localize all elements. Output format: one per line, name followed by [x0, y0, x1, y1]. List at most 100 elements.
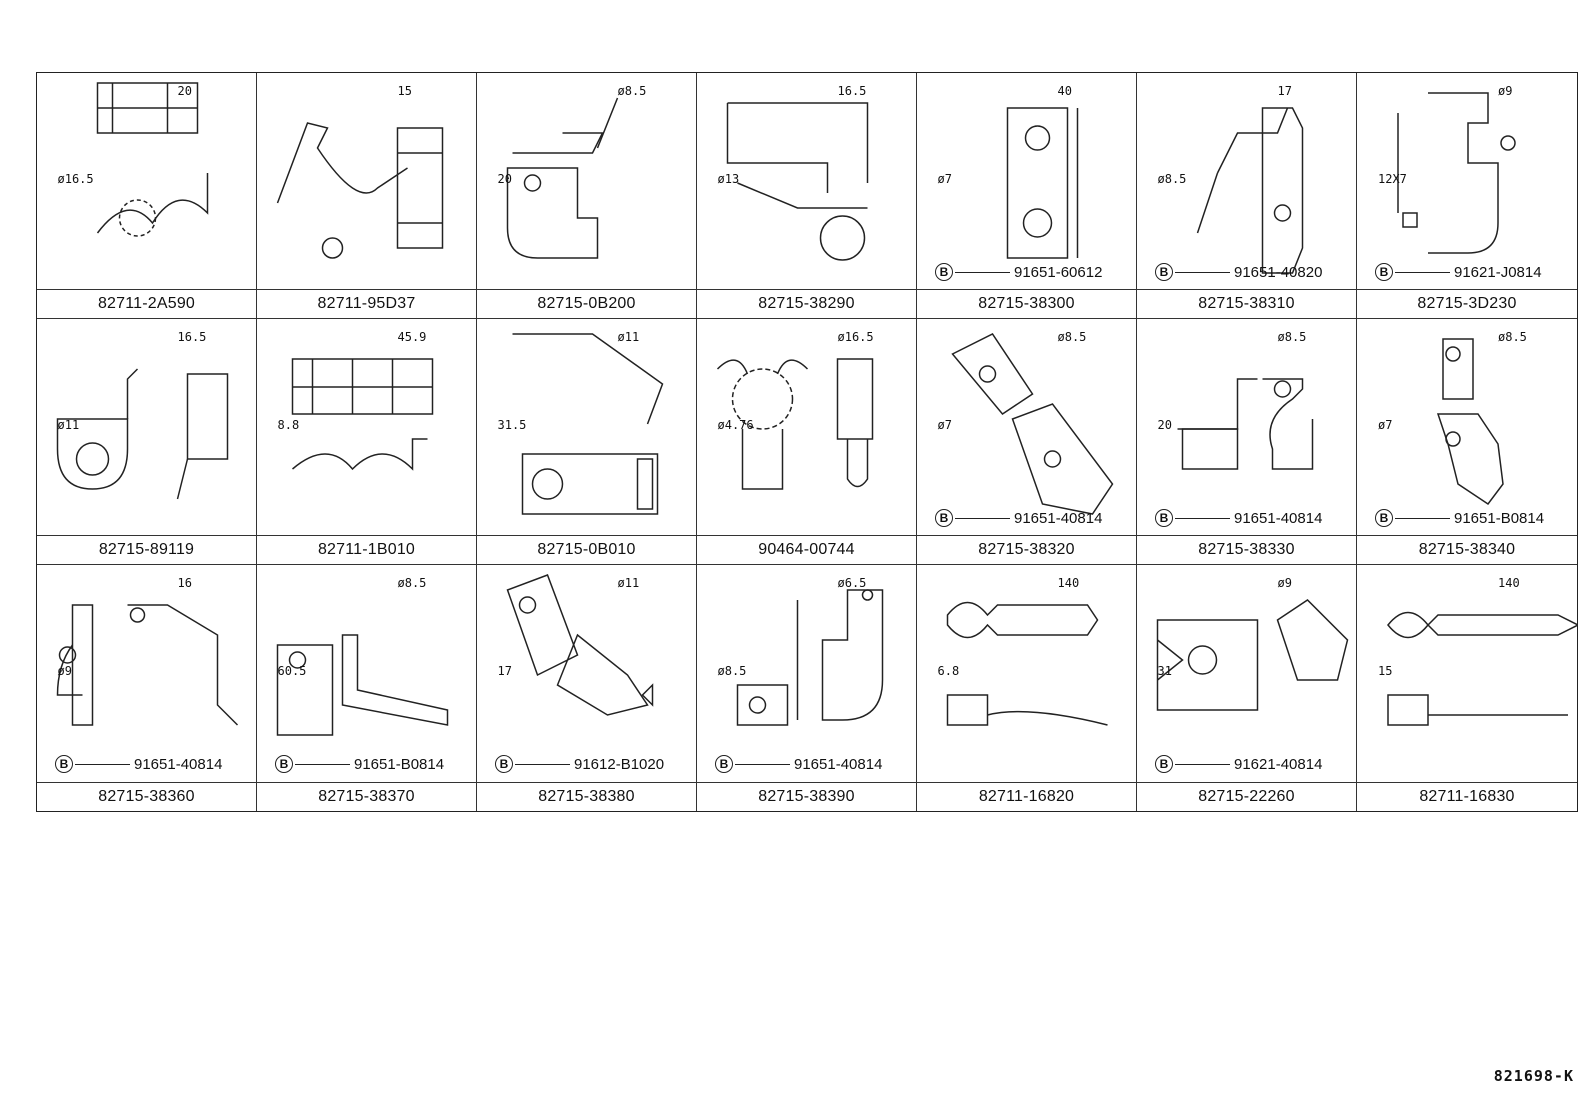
- part-number: 82715-3D230: [1357, 289, 1577, 318]
- dimension-label: 8.8: [278, 418, 300, 432]
- leader-line: [955, 271, 1010, 273]
- bolt-mark-icon: B: [1375, 509, 1393, 527]
- dimension-label: ø4.76: [718, 418, 754, 432]
- part-number: 82715-38310: [1137, 289, 1356, 318]
- bolt-part-number: 91621-40814: [1234, 755, 1323, 773]
- part-number: 82711-2A590: [37, 289, 256, 318]
- part-number: 82711-16820: [917, 782, 1136, 811]
- dimension-label: ø11: [618, 576, 640, 590]
- bolt-part-number: 91612-B1020: [574, 755, 665, 773]
- dimension-label: ø9: [1498, 84, 1512, 98]
- dimension-label: ø8.5: [1498, 330, 1527, 344]
- dimension-label: 16: [178, 576, 192, 590]
- part-number: 82711-95D37: [257, 289, 476, 318]
- part-number: 82715-0B010: [477, 535, 696, 564]
- leader-line: [75, 763, 130, 765]
- part-number: 82715-38320: [917, 535, 1136, 564]
- dimension-label: ø7: [938, 172, 952, 186]
- dimension-label: ø8.5: [1158, 172, 1187, 186]
- dimension-label: 45.9: [398, 330, 427, 344]
- dimension-label: 17: [498, 664, 512, 678]
- part-number: 82715-38360: [37, 782, 256, 811]
- part-number: 82711-16830: [1357, 782, 1577, 811]
- part-drawing: ø8.560.5: [276, 576, 449, 736]
- part-cell: ø16.5 ø4.76 90464-00744: [697, 319, 917, 565]
- dimension-label: 20: [498, 172, 512, 186]
- dimension-label: ø7: [1378, 418, 1392, 432]
- part-drawing: ø16.5 ø4.76: [716, 330, 874, 490]
- bolt-mark-icon: B: [1155, 263, 1173, 281]
- part-drawing: ø9 31: [1156, 576, 1349, 711]
- part-drawing: ø6.5ø8.5: [718, 576, 884, 726]
- dimension-label: 20: [1158, 418, 1172, 432]
- dimension-label: 20: [178, 84, 192, 98]
- bolt-mark-icon: B: [1155, 509, 1173, 527]
- part-number: 90464-00744: [697, 535, 916, 564]
- bolt-part-number: 91651-40814: [134, 755, 223, 773]
- part-cell: 20 ø16.5 82711-2A590: [37, 73, 257, 319]
- dimension-label: ø6.5: [838, 576, 867, 590]
- dimension-label: ø8.5: [1058, 330, 1087, 344]
- dimension-label: ø13: [718, 172, 740, 186]
- part-number: 82715-38380: [477, 782, 696, 811]
- part-number: 82715-38330: [1137, 535, 1356, 564]
- dimension-label: 17: [1278, 84, 1292, 98]
- dimension-label: 16.5: [178, 330, 207, 344]
- part-cell: 15 82711-95D37: [257, 73, 477, 319]
- part-drawing: ø11 17: [498, 574, 654, 716]
- dimension-label: 140: [1498, 576, 1520, 590]
- dimension-label: 31: [1158, 664, 1172, 678]
- part-drawing: ø8.5 20: [1158, 330, 1314, 470]
- part-drawing: 15: [276, 84, 444, 259]
- dimension-label: ø8.5: [1278, 330, 1307, 344]
- bolt-part-number: 91651-B0814: [354, 755, 445, 773]
- part-drawing: ø9 12X7: [1378, 84, 1516, 254]
- bolt-mark-icon: B: [935, 263, 953, 281]
- leader-line: [1175, 271, 1230, 273]
- part-number: 82715-38300: [917, 289, 1136, 318]
- dimension-label: ø16.5: [838, 330, 874, 344]
- part-number: 82711-1B010: [257, 535, 476, 564]
- dimension-label: ø11: [58, 418, 80, 432]
- dimension-label: 12X7: [1378, 172, 1407, 186]
- bolt-part-number: 91621-J0814: [1454, 263, 1542, 281]
- part-drawing: ø8.5 ø7: [938, 330, 1114, 515]
- part-number: 82715-0B200: [477, 289, 696, 318]
- dimension-label: ø9: [1278, 576, 1292, 590]
- dimension-label: ø16.5: [58, 172, 94, 186]
- leader-line: [1395, 517, 1450, 519]
- part-number: 82715-38390: [697, 782, 916, 811]
- part-number: 82715-22260: [1137, 782, 1356, 811]
- part-cell: 45.9 8.8 82711-1B010: [257, 319, 477, 565]
- dimension-label: ø11: [618, 330, 640, 344]
- bolt-mark-icon: B: [1375, 263, 1393, 281]
- leader-line: [295, 763, 350, 765]
- bolt-part-number: 91651-40814: [794, 755, 883, 773]
- dimension-label: ø7: [938, 418, 952, 432]
- bolt-mark-icon: B: [715, 755, 733, 773]
- part-number: 82715-38370: [257, 782, 476, 811]
- leader-line: [515, 763, 570, 765]
- part-drawing: 20 ø16.5: [58, 82, 209, 237]
